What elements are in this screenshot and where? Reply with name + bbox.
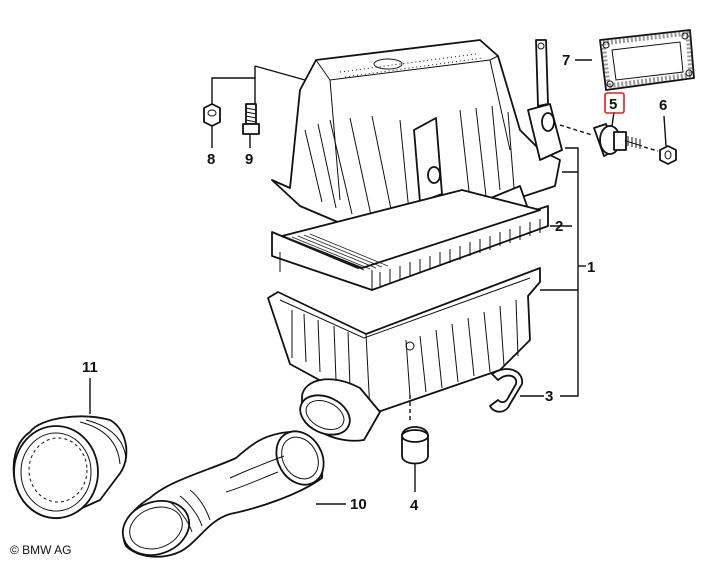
- filter-element-part[interactable]: [271, 189, 549, 291]
- callout-9[interactable]: 9: [245, 151, 253, 168]
- callout-11[interactable]: 11: [82, 359, 98, 376]
- nut-part[interactable]: [643, 145, 677, 165]
- rubber-mount-part[interactable]: [559, 123, 643, 157]
- callout-2[interactable]: 2: [555, 218, 563, 235]
- rubber-buffer-part[interactable]: [401, 392, 429, 465]
- callout-8[interactable]: 8: [207, 151, 215, 168]
- callout-1[interactable]: 1: [587, 259, 595, 276]
- connector-ring-part[interactable]: [12, 415, 128, 519]
- callout-6[interactable]: 6: [659, 97, 667, 114]
- copyright-notice: © BMW AG: [10, 543, 72, 557]
- callout-5[interactable]: 5: [609, 96, 617, 113]
- intake-hose-part[interactable]: [115, 423, 333, 564]
- gasket-part[interactable]: [599, 29, 695, 91]
- callout-4[interactable]: 4: [410, 497, 419, 514]
- clip-part[interactable]: [489, 368, 523, 413]
- highlight-box-5: [604, 92, 625, 114]
- bolt-part[interactable]: [242, 103, 260, 135]
- nut-small-part[interactable]: [203, 103, 221, 127]
- callout-3[interactable]: 3: [545, 388, 553, 405]
- air-filter-housing-base[interactable]: [267, 267, 541, 442]
- callout-10[interactable]: 10: [350, 496, 367, 513]
- callout-7[interactable]: 7: [562, 52, 570, 69]
